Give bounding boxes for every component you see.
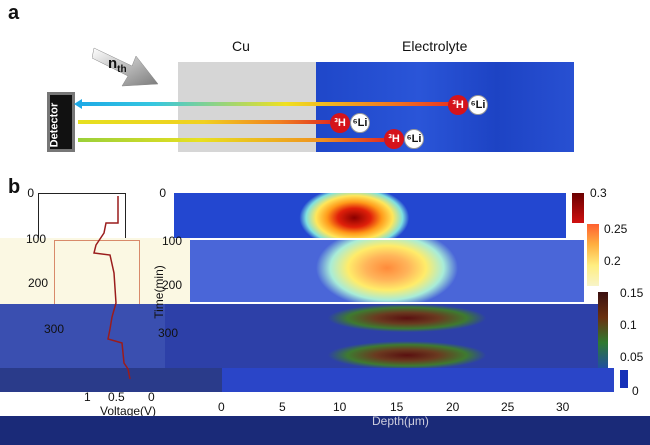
ray-1-arrowhead-icon xyxy=(74,99,82,109)
lithium-particle: ⁶Li xyxy=(468,95,488,115)
tritium-particle: ³H xyxy=(448,95,468,115)
heatmap-x-tick: 10 xyxy=(333,400,347,414)
heatmap-y-tick: 300 xyxy=(157,326,178,340)
heatmap-x-tick: 15 xyxy=(390,400,404,414)
cu-layer xyxy=(178,62,316,152)
voltage-plot-band-4 xyxy=(0,368,225,392)
colorbar-tick: 0.25 xyxy=(604,222,628,236)
electrolyte-label: Electrolyte xyxy=(402,38,468,54)
colorbar-tick: 0 xyxy=(632,384,639,398)
colorbar-tick: 0.2 xyxy=(604,254,621,268)
voltage-plot-band-3 xyxy=(0,304,165,368)
tritium-particle: ³H xyxy=(384,129,404,149)
panel-b-label: b xyxy=(8,176,21,198)
electrolyte-layer xyxy=(316,62,574,152)
heatmap-x-tick: 30 xyxy=(556,400,570,414)
colorbar-tick: 0.1 xyxy=(620,318,637,332)
heatmap-x-tick: 25 xyxy=(501,400,515,414)
heatmap-x-tick: 0 xyxy=(218,400,225,414)
neutron-label: nth xyxy=(108,55,127,75)
voltage-y-tick: 100 xyxy=(25,232,46,246)
colorbar-tick: 0.3 xyxy=(590,186,607,200)
colorbar-2 xyxy=(587,224,599,286)
lithium-particle: ⁶Li xyxy=(350,113,370,133)
heatmap-strip-3 xyxy=(165,304,605,368)
heatmap-y-label: Time(min) xyxy=(151,265,166,319)
heatmap-x-tick: 5 xyxy=(279,400,286,414)
colorbar-tick: 0.05 xyxy=(620,350,644,364)
heatmap-y-tick: 0 xyxy=(159,186,166,200)
colorbar-tick: 0.15 xyxy=(620,286,644,300)
voltage-x-label: Voltage(V) xyxy=(100,404,157,418)
ray-3 xyxy=(78,138,384,142)
heatmap-x-label: Depth(μm) xyxy=(372,414,429,428)
cu-label: Cu xyxy=(232,38,250,54)
heatmap-strip-2 xyxy=(190,240,584,302)
heatmap-y-tick: 100 xyxy=(161,234,182,248)
heatmap-strip-1 xyxy=(174,193,566,238)
voltage-y-tick: 300 xyxy=(43,322,64,336)
ray-2 xyxy=(78,120,330,124)
neutron-arrow-icon xyxy=(92,47,159,87)
heatmap-bottom-band xyxy=(0,416,650,445)
tritium-particle: ³H xyxy=(330,113,350,133)
heatmap-y-tick: 200 xyxy=(161,278,182,292)
lithium-particle: ⁶Li xyxy=(404,129,424,149)
voltage-x-tick: 0 xyxy=(148,390,155,404)
panel-a-label: a xyxy=(8,2,20,24)
colorbar-4 xyxy=(620,370,628,388)
voltage-y-tick: 200 xyxy=(27,276,48,290)
voltage-x-tick: 0.5 xyxy=(108,390,125,404)
heatmap-strip-4 xyxy=(222,368,614,392)
colorbar-1 xyxy=(572,193,584,223)
ray-1 xyxy=(78,102,456,106)
voltage-curve xyxy=(93,196,131,380)
voltage-y-tick: 0 xyxy=(27,186,34,200)
detector: Detector xyxy=(47,92,75,152)
colorbar-3 xyxy=(598,292,608,368)
voltage-x-tick: 1 xyxy=(84,390,91,404)
heatmap-x-tick: 20 xyxy=(446,400,460,414)
